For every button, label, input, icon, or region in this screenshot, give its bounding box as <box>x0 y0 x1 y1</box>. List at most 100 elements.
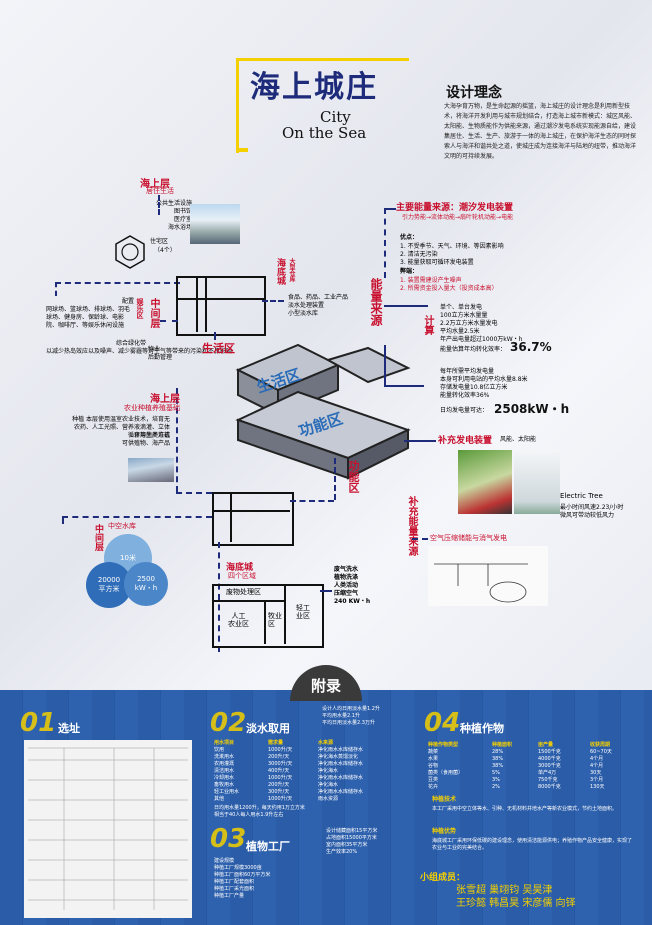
supplement-source-label: 补充能量来源 <box>406 496 417 556</box>
team-label: 小组成员： <box>420 873 466 883</box>
house-sub: （4个） <box>154 247 176 254</box>
title-en-line1: City <box>320 108 351 126</box>
isometric-zones <box>235 343 411 480</box>
middle-green-belt: 综合绿化带 以减少热岛效应以及噪声、减少雾霾等对空气等带来的污染和不良影响 <box>46 340 233 355</box>
life-zone-plan-box <box>176 276 266 336</box>
plan-line <box>212 510 290 512</box>
upper-layer-title: 海上层 <box>140 179 170 190</box>
connector <box>62 516 212 518</box>
work-zone-plan-box <box>212 492 294 546</box>
tech-text: 本工厂采用中空立体等水、引种、无机材料并培水产等新农业模式，节约土地面积。 <box>432 806 618 812</box>
reservoir-area: 20000 平方米 <box>97 576 121 593</box>
tidal-pros-heading: 优点： <box>400 234 419 241</box>
ring-top <box>325 346 411 384</box>
title-en-line2: On the Sea <box>282 124 367 142</box>
appendix-badge: 附录 <box>290 665 362 701</box>
wind-photo <box>458 450 512 514</box>
connector <box>412 538 428 540</box>
connector <box>384 208 396 210</box>
connector <box>384 305 428 307</box>
connector <box>55 282 180 284</box>
plan-line <box>196 276 198 332</box>
middle-layer-sub: 娱乐区 <box>136 298 144 319</box>
lower-layer-title: 海上层 <box>150 394 180 405</box>
middle-layer-items: 网球场、篮球场、排球场、羽毛球场、健身房、保龄球、电影院、咖啡厅、等娱乐休闲设施 <box>46 306 131 329</box>
connector <box>384 385 424 387</box>
connector <box>404 440 436 442</box>
connector <box>262 300 284 302</box>
lower-layer-sub: 农业种植养殖基础 <box>124 404 180 412</box>
calc-label: 计算 <box>422 315 433 335</box>
annual-value: 2508kW・h <box>494 402 570 416</box>
connector <box>218 542 220 652</box>
sec1-title: 选址 <box>58 722 80 735</box>
connector <box>214 332 216 340</box>
plan-line <box>212 600 284 602</box>
benzene-icon <box>115 235 145 269</box>
connector <box>158 195 160 215</box>
seabed-city-vlabel: 海底城 <box>275 258 285 285</box>
sec2-number: 02 <box>210 708 247 738</box>
water-col: 用水项目 <box>214 740 235 746</box>
work-zone-front <box>347 428 409 480</box>
air-storage-title: 空气压缩储能与消气发电 <box>430 534 507 542</box>
seabed-title: 海底城 <box>226 563 254 573</box>
site-table <box>24 740 192 918</box>
sec4-title: 种植作物 <box>460 722 504 735</box>
supplement-sub: 风能、太阳能 <box>500 436 537 443</box>
rate-label: 能量估算年均转化效率： <box>440 346 507 353</box>
crop-table-header: 种植作物类型 种植面积 亩产量 收获周期 <box>428 742 611 748</box>
connector <box>334 458 336 500</box>
air-storage-diagram <box>428 546 548 606</box>
building-photo-upper <box>190 204 240 244</box>
connector <box>384 208 386 278</box>
life-zone-label: 生活区 <box>202 342 235 355</box>
water-table-header: 用水项目 需求量 水来源 <box>214 740 404 747</box>
adv-heading: 种植优势 <box>432 828 457 835</box>
electric-tree-photo <box>514 450 560 514</box>
water-note: 日均用水量1200升，每天约用1万立方米 相当于40人每人用水1.9升左右 <box>214 805 305 818</box>
sec3-title: 植物工厂 <box>246 840 290 853</box>
plan-line <box>264 600 266 644</box>
water-col: 需求量 <box>268 740 284 746</box>
lower-layer-desc: 食用菌类培植 可供殖物、海产品 <box>121 432 170 447</box>
tidal-calc2: 每年所需平均发电量 本身可利用电站的平均水量8.8米 存储发电量10.8亿立方米… <box>440 368 528 399</box>
sec3-items: 建设规模 种植工厂规模3000亩 种植工厂面积60万平方米 种植工厂配套面积 种… <box>214 858 271 899</box>
reservoir-power: 2500 kW・h <box>134 575 158 592</box>
upper-layer-sub: 居住生活 <box>146 187 174 195</box>
connector <box>160 320 178 322</box>
energy-source-label: 能量来源 <box>369 278 383 326</box>
middle-layer-title: 中间层 <box>148 298 159 328</box>
supplement-title: 补充发电装置 <box>438 436 493 446</box>
reservoir-title: 中空水库 <box>108 522 136 530</box>
work-zone-label: 功能区 <box>347 460 360 493</box>
seabed-sub: 四个区域 <box>228 572 256 580</box>
plan-line <box>176 298 264 300</box>
tidal-cons-heading: 弊端： <box>400 268 419 275</box>
sec1-number: 01 <box>20 708 57 738</box>
pasture-zone-label: 牧业 区 <box>268 612 282 628</box>
connector <box>384 345 386 385</box>
greenhouse-photo <box>128 458 174 482</box>
reservoir-depth: 10米 <box>120 554 136 562</box>
tidal-cons: 1. 装置需建设产生噪声 2. 所需资金投入量大（投资成本高） <box>400 277 498 292</box>
sec3-number: 03 <box>210 824 247 854</box>
title-frame <box>236 58 409 153</box>
team-names: 张雪超 巢翊钧 吴昊津 王珍懿 韩昌昊 宋彦儒 向铎 <box>456 885 576 909</box>
warehouse-goods: 食品、药品、工业产品 淡水处理装置 小型淡水库 <box>288 294 349 317</box>
sec3-header: 设计储藏面积15平方米 占地面积15000平方米 室内面积35平方米 生产效率2… <box>326 828 378 855</box>
concept-text: 大海孕育万物，是生命起源的摇篮，海上城庄的设计理念是利用新型技术，将海洋开发利用… <box>444 103 637 160</box>
